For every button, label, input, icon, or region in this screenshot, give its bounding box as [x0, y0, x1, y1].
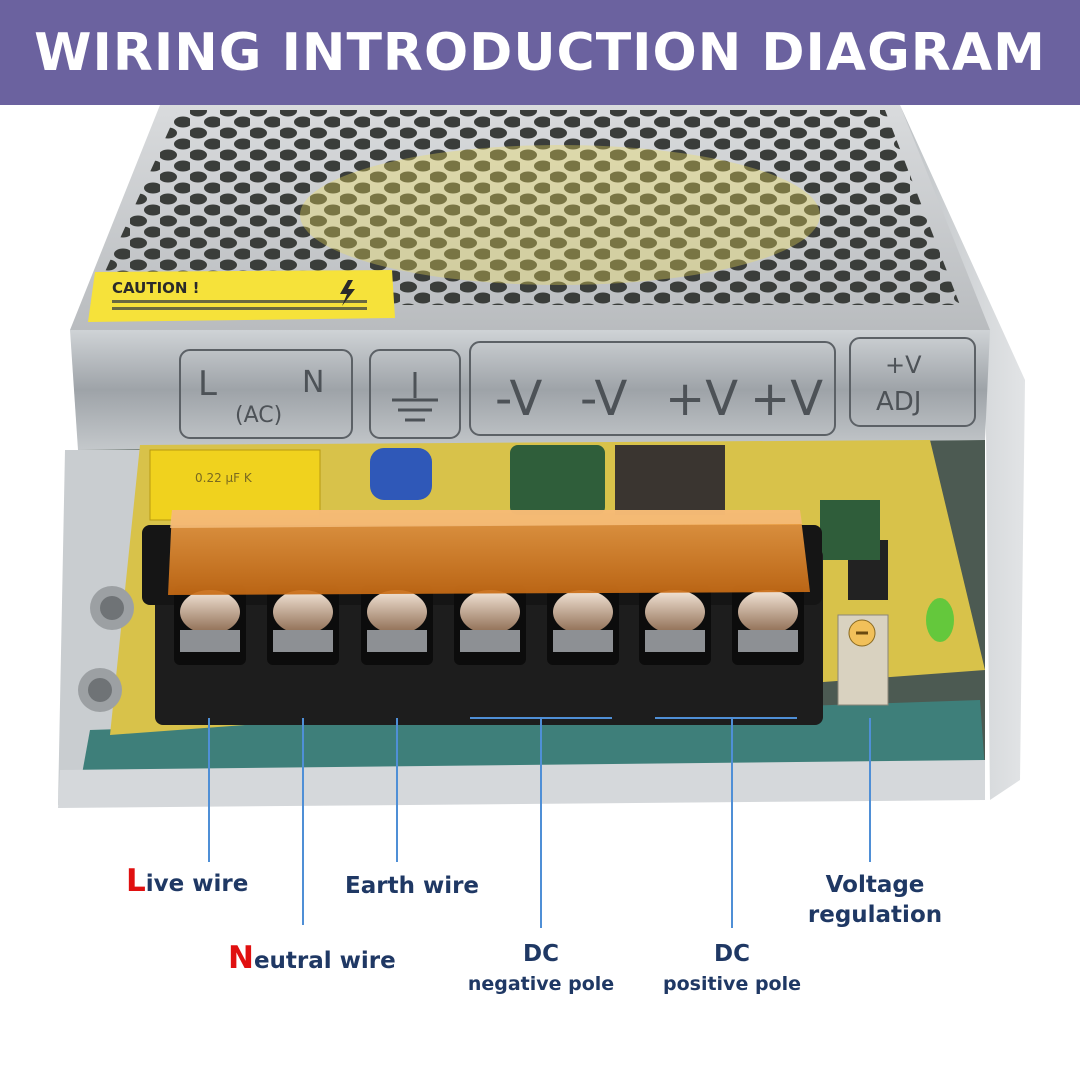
case-screws [78, 586, 134, 712]
terminal-screw [460, 590, 520, 634]
svg-text:CAUTION !: CAUTION ! [112, 279, 200, 297]
terminal-screw [180, 590, 240, 634]
film-capacitor [149, 449, 321, 521]
dc-positive-sub: positive pole [662, 973, 801, 995]
electrolytic-capacitor [510, 445, 605, 515]
voltage-line1: Voltage [825, 872, 925, 898]
terminal-clamp [273, 630, 333, 652]
terminal-cover [168, 510, 810, 595]
terminal-clamp [738, 630, 798, 652]
voltage-line2: regulation [807, 902, 943, 928]
terminal-clamp [460, 630, 520, 652]
case-base [58, 760, 985, 808]
live-rest: ive wire [145, 871, 249, 897]
label-neutral-wire: Neutral wire [228, 943, 396, 976]
inductor-coil [615, 445, 725, 515]
leader-lines [208, 717, 871, 928]
svg-text:(AC): (AC) [235, 403, 282, 428]
label-dc-negative: DC negative pole [461, 939, 621, 999]
svg-text:-V: -V [580, 371, 628, 427]
terminal-clamp [553, 630, 613, 652]
panel-markings [179, 337, 976, 439]
svg-text:N: N [302, 365, 324, 400]
terminal-screw [645, 590, 705, 634]
terminal-clamp [367, 630, 427, 652]
svg-text:ADJ: ADJ [876, 387, 921, 417]
header-banner: WIRING INTRODUCTION DIAGRAM [0, 0, 1080, 105]
terminal-screws [174, 585, 804, 665]
neutral-rest: eutral wire [253, 948, 396, 974]
label-voltage-regulation: Voltage regulation [800, 870, 950, 930]
svg-text:L: L [198, 364, 217, 404]
label-live-wire: Live wire [126, 866, 248, 899]
dc-negative-title: DC [523, 941, 559, 967]
svg-text:+V: +V [665, 371, 738, 427]
terminal-screw [738, 590, 798, 634]
blue-component [370, 448, 432, 500]
dc-negative-sub: negative pole [467, 973, 615, 995]
front-panel [70, 330, 990, 450]
terminal-screw [367, 590, 427, 634]
lid-vent-holes [90, 110, 960, 305]
svg-text:0.22 µF K: 0.22 µF K [195, 471, 253, 485]
label-dc-positive: DC positive pole [652, 939, 812, 999]
green-led [926, 598, 954, 642]
terminal-screw [553, 590, 613, 634]
ground-symbol-icon [392, 372, 438, 422]
svg-text:+V: +V [885, 351, 922, 379]
terminal-clamp [180, 630, 240, 652]
high-voltage-icon [340, 280, 355, 306]
label-earth-wire: Earth wire [345, 873, 480, 899]
terminal-screw [273, 590, 333, 634]
svg-text:-V: -V [495, 371, 543, 427]
caution-sticker: CAUTION ! [88, 270, 395, 322]
neutral-initial: N [228, 940, 254, 976]
terminal-clamp [645, 630, 705, 652]
live-initial: L [126, 863, 146, 899]
diagram-title: WIRING INTRODUCTION DIAGRAM [34, 22, 1046, 83]
svg-text:+V: +V [750, 371, 823, 427]
side-wall [900, 105, 1025, 800]
dc-positive-title: DC [714, 941, 750, 967]
